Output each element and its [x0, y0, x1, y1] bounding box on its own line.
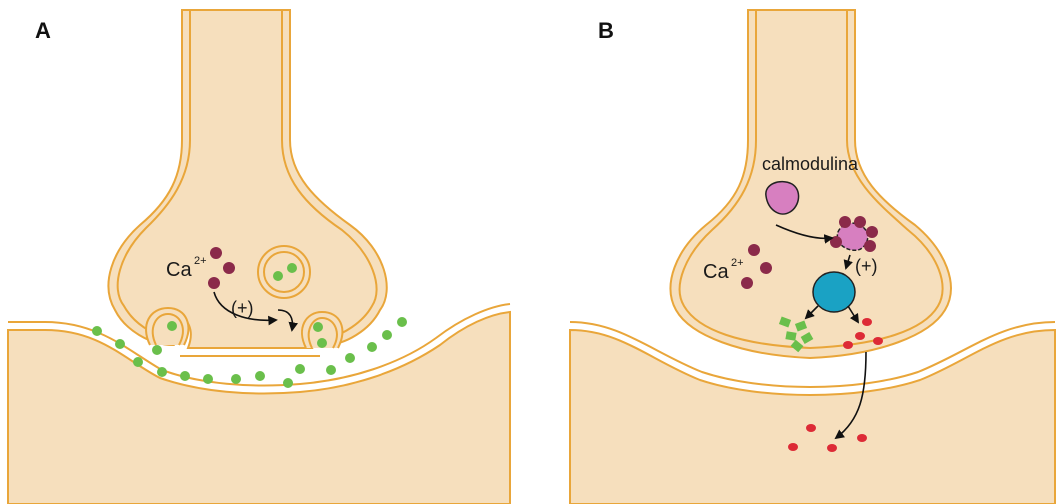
effect-label-b: (+)	[855, 256, 878, 276]
calmodulin-label: calmodulina	[762, 154, 859, 174]
panel-a-letter: A	[35, 18, 51, 43]
panel-a: A Ca 2+ (+)	[8, 10, 510, 504]
panel-b: B calmodulina Ca 2+ (+)	[570, 10, 1055, 504]
calcium-charge-b: 2+	[731, 257, 744, 269]
panel-b-letter: B	[598, 18, 614, 43]
calcium-label-b: Ca	[703, 261, 729, 283]
calcium-charge-a: 2+	[194, 255, 207, 267]
presynaptic-terminal-b	[671, 10, 951, 358]
effect-label-a: (+)	[231, 298, 254, 318]
calcium-label-a: Ca	[166, 259, 192, 281]
